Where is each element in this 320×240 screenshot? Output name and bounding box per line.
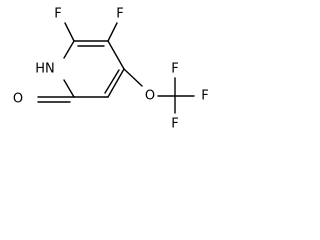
bond-c2-f: [64, 22, 75, 42]
bond-n1-c2: [63, 40, 75, 59]
bond-c4-o: [123, 68, 143, 87]
amine-label: HN: [35, 62, 55, 77]
double-bond-c4-c5: [104, 69, 120, 94]
cf3-fluorine-right-label: F: [201, 89, 208, 104]
carbonyl-oxygen-label: O: [13, 92, 23, 107]
bond-c6-n1: [63, 79, 75, 98]
bond-c4-c5: [107, 68, 125, 98]
bond-c3-f: [107, 22, 118, 42]
ether-oxygen-label: O: [145, 89, 155, 104]
cf3-fluorine-top-label: F: [171, 62, 178, 77]
fluorine-label-1: F: [54, 7, 61, 22]
cf3-fluorine-bottom-label: F: [171, 117, 178, 132]
bond-c3-c4: [107, 40, 125, 70]
molecule-structure: F F HN O O F F F: [13, 7, 209, 132]
fluorine-label-2: F: [116, 7, 123, 22]
